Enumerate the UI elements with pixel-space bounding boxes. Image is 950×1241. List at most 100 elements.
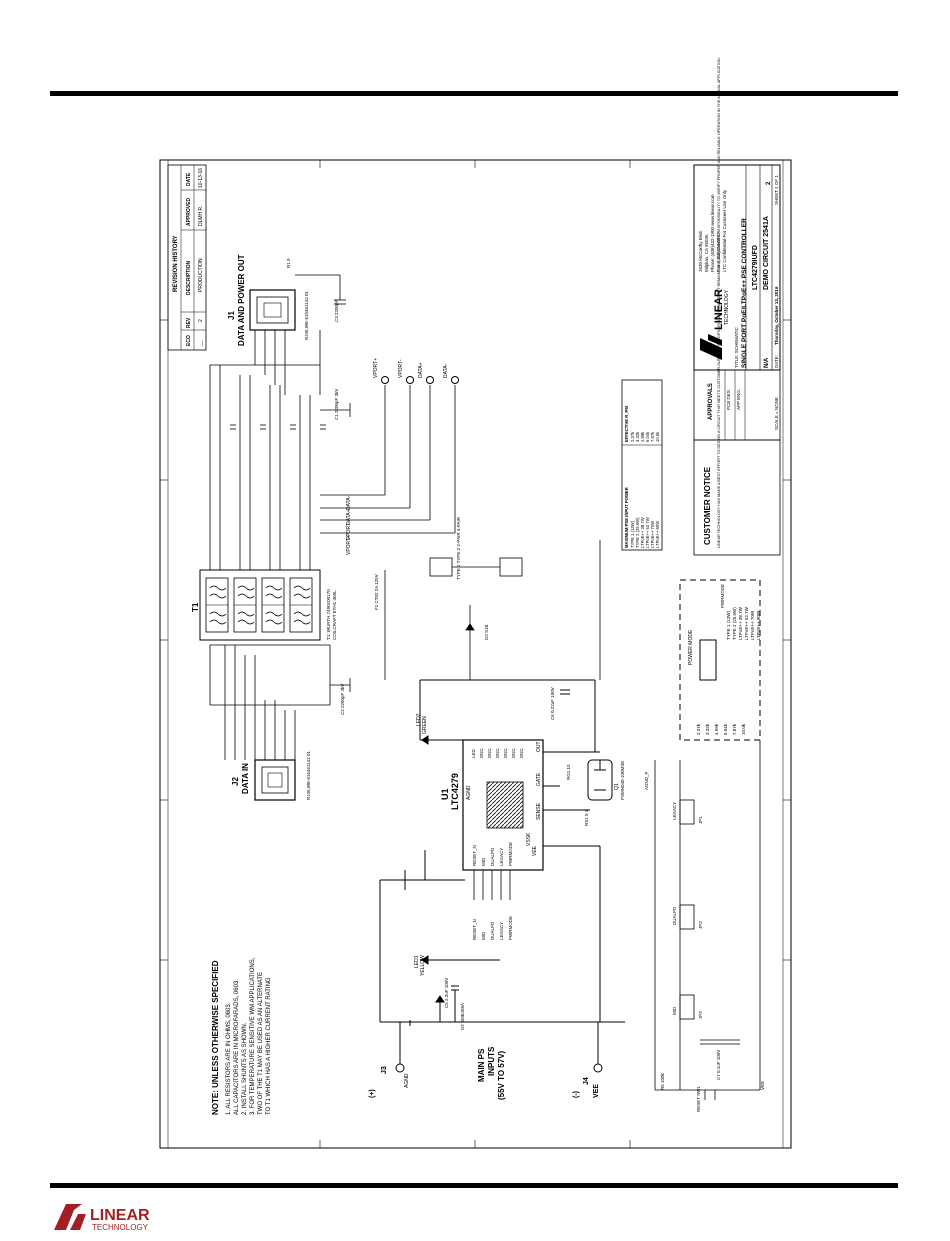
scale-value: SCALE = NONE — [774, 397, 779, 430]
power-table-cell: TYPE 1 (13W) — [630, 520, 635, 548]
d2-label: D2 SMBJ58A — [460, 1003, 465, 1030]
jumper-label: LEGACY — [672, 802, 677, 820]
j3-plus: (+) — [369, 1089, 376, 1098]
f1-label: F1 CT02 2A 125V — [374, 574, 379, 610]
ic-pin-label: DUALPD — [490, 847, 495, 866]
svg-text:INPUTS: INPUTS — [487, 1046, 496, 1076]
port-jumpers — [429, 557, 523, 577]
d3-label: D3 S1B — [484, 624, 489, 640]
c7-label: C7 0.1uF 100V — [716, 1050, 721, 1080]
power-table-cell: LTPoE++ 52.7W — [645, 517, 650, 548]
r5-label: R5 100k — [660, 1072, 665, 1090]
svg-text:Fax: (408)434-0507: Fax: (408)434-0507 — [716, 232, 721, 272]
pwrmode-resistor-value: 4.99k — [714, 723, 719, 735]
title-block: LINEAR TECHNOLOGY 1630 McCarthy Blvd. Mi… — [693, 164, 781, 430]
company-name: LINEAR — [713, 289, 725, 330]
pwrmode-header: PWRMODE — [720, 584, 725, 608]
schematic-title: SINGLE PORT PoE/LTPoE++ PSE CONTROLLER — [741, 218, 748, 368]
power-table-header: EFFECTIVE R_PM — [624, 406, 629, 442]
vport-plus-net: VPORT+ — [346, 535, 352, 555]
pwrmode-resistor-value: 6.04k — [723, 723, 728, 735]
j4-ref: J4 — [583, 1077, 590, 1085]
port-label: VPORT+ — [373, 358, 379, 378]
svg-text:LTC Confidential-For Customer: LTC Confidential-For Customer Use Only — [722, 189, 727, 272]
revision-title: REVISION HISTORY — [173, 235, 179, 292]
pwrmode-box: POWER MODE PWRMODE TYPE 1 (13W)TYPE 2 (2… — [679, 579, 761, 741]
footer-sub: TECHNOLOGY — [92, 1223, 149, 1232]
svg-text:Phone: (408)432-1900 www.lin: Phone: (408)432-1900 www.linear.com — [710, 194, 715, 272]
power-table-header: MAXIMUM PSE INPUT POWER — [624, 487, 629, 548]
pwrmode-resistor-value: 10.0k — [741, 723, 746, 735]
sheet-value: SHEET 1 OF 1 — [774, 175, 779, 205]
pin-out: OUT — [536, 741, 542, 752]
customer-notice-title: CUSTOMER NOTICE — [703, 466, 712, 545]
power-table-cell: 6.04k — [645, 431, 650, 442]
customer-notice: CUSTOMER NOTICE LINEAR TECHNOLOGY HAS MA… — [693, 57, 781, 556]
svg-text:(55V TO 57V): (55V TO 57V) — [497, 1050, 506, 1100]
transformer-winding — [289, 577, 313, 633]
ic-pin-label: DNC — [495, 748, 500, 758]
svg-text:APPROVED: APPROVED — [186, 198, 192, 226]
sw1-label: RESET SW1 — [696, 1086, 701, 1112]
notes-line: TO T1 WHICH HAS A HIGHER CURRENT RATING — [266, 977, 272, 1115]
pwrmode-option: TYPE 2 (25.5W) — [732, 607, 737, 640]
notes-line: 1. ALL RESISTORS ARE IN OHMS, 0603. — [226, 1002, 232, 1115]
j1-ref: J1 — [227, 311, 236, 320]
svg-text:DLMH R.: DLMH R. — [198, 205, 204, 226]
ic-pin-label: LEGACY — [499, 848, 504, 866]
j2-ref: J2 — [231, 777, 240, 786]
jumper-label: DUALPD — [672, 906, 677, 925]
svg-text:DATE: DATE — [186, 172, 192, 186]
data-plus-net: DATA+ — [346, 509, 352, 525]
jumper-row — [654, 740, 761, 1100]
j2-title: DATA IN — [241, 763, 250, 794]
svg-text:PCB DES.: PCB DES. — [726, 389, 731, 410]
pwrmode-resistor-value: 2.37k — [696, 723, 701, 735]
svg-text:YELLOW: YELLOW — [420, 955, 426, 976]
rev-value: 2 — [766, 181, 772, 185]
ic-number: LTC4279IUFD — [752, 245, 759, 290]
jp-type-label: TYPE 1 TYPE 2 2-PAIR 4-PAIR — [456, 516, 461, 580]
pin-agnd: AGND — [466, 785, 472, 800]
power-table-cell: LTPoE++ 90W — [655, 521, 660, 548]
connector-j2: J2 DATA IN RJ45,WE-615461142 01 — [231, 751, 311, 801]
rg1-label: RG1 10 — [566, 764, 571, 780]
exposed-pad — [486, 781, 524, 829]
notes-line: 2. INSTALL SHUNTS AS SHOWN. — [242, 1022, 248, 1115]
c5-label: C5 2.2uF 100V — [444, 978, 449, 1008]
j1-part: RJ45,WE-615461142 01 — [304, 291, 309, 340]
power-table-cell: 3.32k — [635, 431, 640, 442]
c6-label: C6 0.22uF 100V — [550, 687, 555, 720]
zone-ticks — [160, 160, 791, 1148]
led1: LED1 YELLOW — [414, 955, 426, 976]
port-test-point — [406, 376, 414, 384]
r1-label: R1 0 — [286, 258, 291, 268]
led2: LED2 GREEN — [416, 713, 428, 734]
power-table-cell: TYPE 2 (25.5W) — [635, 517, 640, 548]
mosfet-q1 — [587, 759, 613, 801]
ic-net-label: LEGACY — [499, 922, 504, 940]
svg-text:Milpitas, CA 95035: Milpitas, CA 95035 — [704, 234, 709, 272]
q1-part: PSMN040-100MSE — [620, 761, 625, 800]
bottom-rule — [50, 1183, 898, 1188]
c3-label: C3 2200pF — [334, 299, 339, 322]
pin-sense: SENSE — [536, 802, 542, 820]
pwrmode-option: LTPoE++ 38.7W — [738, 606, 743, 640]
ic-pin-label: DNC — [519, 748, 524, 758]
port-label: DATA+ — [418, 362, 424, 378]
footer-logo: LINEAR TECHNOLOGY — [54, 1204, 150, 1232]
data-minus-net: DATA- — [346, 495, 352, 510]
ic-net-label: MID — [481, 931, 486, 940]
title-label: TITLE: SCHEMATIC — [734, 326, 739, 368]
pwrmode-option: LTPoE++ 52.7W — [744, 606, 749, 640]
t1-signal-lines — [320, 385, 601, 680]
port-label: DATA- — [443, 363, 449, 378]
svg-text:APPROVALS: APPROVALS — [708, 383, 714, 420]
notes-title: NOTE: UNLESS OTHERWISE SPECIFIED — [211, 960, 220, 1115]
q1-ref: Q1 — [614, 783, 620, 790]
c1-label: C1 2200pF 3kV — [334, 389, 339, 420]
j3-input: (+) J3 AGND — [369, 1022, 410, 1098]
ic-pin-label: DNC — [503, 748, 508, 758]
ic-net-label: RESET_N — [472, 919, 477, 940]
